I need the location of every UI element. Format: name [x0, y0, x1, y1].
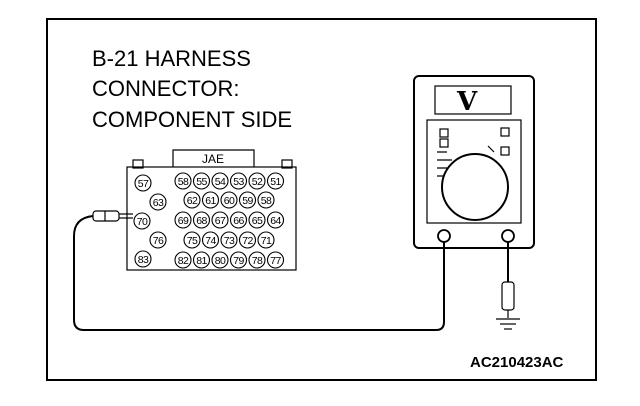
connector-pin-circle — [149, 231, 167, 249]
connector-pin-circle — [183, 231, 201, 249]
connector-pin-label: 68 — [196, 215, 207, 227]
connector-pin-label: 67 — [215, 215, 226, 227]
figure-reference-code: AC210423AC — [470, 354, 564, 371]
connector-pin-label: 81 — [196, 255, 207, 267]
connector-pin-label: 53 — [233, 176, 244, 188]
connector-pin-circle — [174, 251, 192, 269]
connector-pin-label: 51 — [270, 176, 281, 188]
test-lead-wire — [73, 215, 445, 331]
connector-pin-circle — [257, 231, 275, 249]
connector-pin-circle — [257, 191, 275, 209]
voltmeter-terminal-positive — [437, 229, 451, 243]
voltmeter-mode-symbol: V — [456, 87, 478, 117]
connector-pin-label: 61 — [205, 195, 216, 207]
connector-pin-label: 72 — [242, 235, 253, 247]
voltmeter-dial — [441, 153, 509, 221]
connector-pin-circle — [248, 172, 266, 190]
connector-pin-label: 69 — [178, 215, 189, 227]
connector-pin-label: 58 — [261, 195, 272, 207]
connector-pin-label: 71 — [261, 235, 272, 247]
connector-pin-label: 80 — [215, 255, 226, 267]
connector-pin-circle — [229, 251, 248, 269]
connector-pins: 58 55 54 53 52 51 62 61 60 59 58 69 68 67 66 65 64 75 74 73… — [133, 172, 285, 269]
connector-pin-label: 57 — [138, 178, 149, 190]
connector-pin-circle — [134, 250, 152, 268]
connector-pin-label: 58 — [178, 176, 189, 188]
connector-pin-label: 75 — [187, 235, 198, 247]
connector-pin-circle — [229, 211, 248, 229]
connector-pin-circle — [134, 174, 152, 192]
connector-pin-circle — [229, 172, 248, 190]
connector-pin-label: 52 — [252, 176, 263, 188]
connector-pin-label: 64 — [270, 215, 281, 227]
connector-pin-circle — [248, 251, 266, 269]
connector-pin-label: 73 — [224, 235, 235, 247]
connector-pin-circle — [211, 251, 229, 269]
connector-pin-circle — [266, 172, 285, 190]
connector-pin-label: 65 — [252, 215, 263, 227]
connector-pin-label: 77 — [270, 255, 281, 267]
connector-pin-label: 78 — [252, 255, 263, 267]
connector-pin-label: 83 — [138, 254, 149, 266]
connector-pin-circle — [266, 251, 285, 269]
connector-pin-label: 59 — [242, 195, 253, 207]
connector-pin-label: 54 — [215, 176, 226, 188]
connector-brand-label: JAE — [202, 152, 224, 166]
connector-pin-label: 55 — [196, 176, 207, 188]
title-line-3: COMPONENT SIDE — [92, 107, 292, 132]
connector-pin-circle — [183, 191, 201, 209]
diagram-frame — [46, 18, 597, 381]
connector-pin-circle — [201, 231, 220, 249]
connector-pin-circle — [211, 172, 229, 190]
connector-pin-circle — [133, 212, 151, 230]
connector-pin-label: 82 — [178, 255, 189, 267]
connector-pin-label: 74 — [205, 235, 216, 247]
connector-pin-circle — [174, 172, 192, 190]
connector-pin-label: 66 — [233, 215, 244, 227]
title-line-1: B-21 HARNESS — [92, 46, 251, 71]
connector-pin-circle — [211, 211, 229, 229]
connector-pin-circle — [201, 191, 220, 209]
connector-pin-circle — [149, 193, 167, 211]
connector-pin-label: 79 — [233, 255, 244, 267]
connector-pin-label: 63 — [153, 197, 164, 209]
connector-pin-circle — [192, 211, 211, 229]
connector-pin-circle — [192, 172, 211, 190]
ground-probe — [501, 242, 515, 318]
connector-pin-label: 62 — [187, 195, 198, 207]
harness-connector: JAE 58 55 54 53 52 51 62 61 60 59 58 69 68 67 66 65 64 75… — [126, 149, 297, 271]
connector-pin-circle — [248, 211, 266, 229]
connector-pin-circle — [220, 191, 238, 209]
title-line-2: CONNECTOR: — [92, 76, 240, 101]
voltmeter-icon: V — [413, 75, 535, 249]
ground-symbol-icon — [496, 318, 520, 330]
connector-pin-label: 70 — [137, 216, 148, 228]
voltmeter-terminal-negative — [501, 229, 515, 243]
connector-pin-label: 76 — [153, 235, 164, 247]
connector-pin-circle — [266, 211, 285, 229]
connector-pin-circle — [220, 231, 238, 249]
connector-pin-label: 60 — [224, 195, 235, 207]
connector-pin-circle — [238, 191, 257, 209]
connector-pin-circle — [174, 211, 192, 229]
connector-pin-circle — [192, 251, 211, 269]
connector-pin-circle — [238, 231, 257, 249]
